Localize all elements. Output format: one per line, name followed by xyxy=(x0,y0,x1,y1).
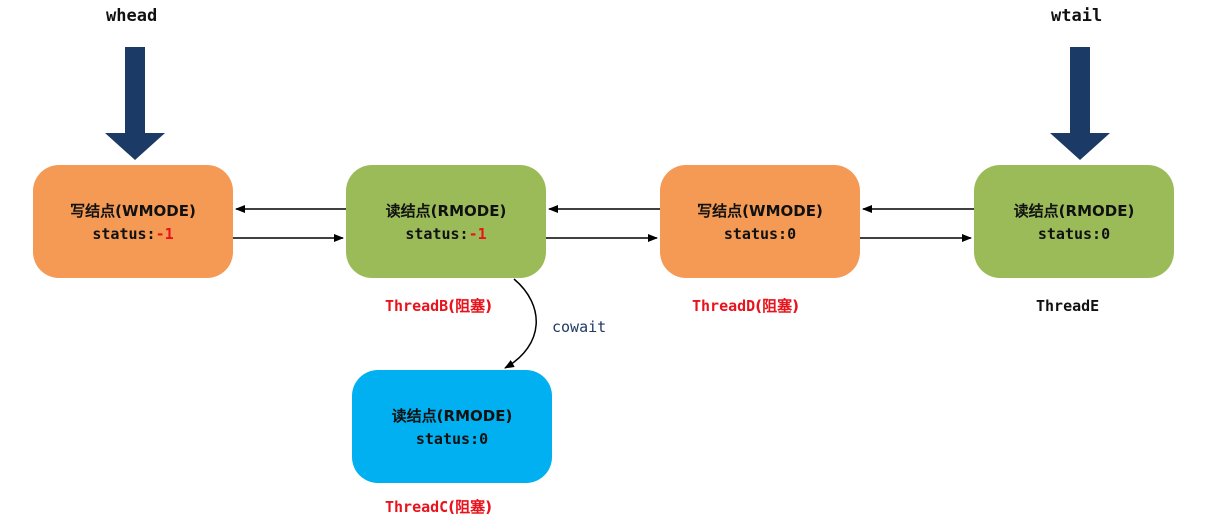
thread-e-label: ThreadE xyxy=(1036,297,1100,315)
cowait-link xyxy=(504,278,537,369)
wtail-pointer-arrow xyxy=(1050,47,1110,160)
node-title: 读结点(RMODE) xyxy=(391,407,513,425)
status-value: -1 xyxy=(468,225,487,243)
cowait-label: cowait xyxy=(552,318,607,336)
queue-node-3: 写结点(WMODE) status:0 xyxy=(660,165,860,278)
status-value: 0 xyxy=(1101,225,1111,243)
status-value: 0 xyxy=(787,225,797,243)
node-title: 读结点(RMODE) xyxy=(1013,202,1135,220)
status-value: -1 xyxy=(155,225,174,243)
whead-pointer-arrow xyxy=(105,47,165,160)
thread-b-label: ThreadB(阻塞) xyxy=(385,297,492,315)
thread-c-label: ThreadC(阻塞) xyxy=(385,498,492,516)
queue-node-2: 读结点(RMODE) status:-1 xyxy=(346,165,546,278)
wtail-label: wtail xyxy=(1051,6,1103,26)
node-title: 写结点(WMODE) xyxy=(70,202,196,220)
node-title: 写结点(WMODE) xyxy=(697,202,823,220)
queue-node-4: 读结点(RMODE) status:0 xyxy=(974,165,1174,278)
node-status: status:-1 xyxy=(405,225,487,243)
node-status: status:-1 xyxy=(92,225,174,243)
node-title: 读结点(RMODE) xyxy=(385,202,507,220)
thread-d-label: ThreadD(阻塞) xyxy=(692,297,799,315)
queue-node-1: 写结点(WMODE) status:-1 xyxy=(33,165,233,278)
status-value: 0 xyxy=(479,430,489,448)
node-status: status:0 xyxy=(415,430,489,448)
node-status: status:0 xyxy=(723,225,797,243)
cowait-node: 读结点(RMODE) status:0 xyxy=(352,370,552,483)
node-status: status:0 xyxy=(1037,225,1111,243)
whead-label: whead xyxy=(106,6,158,26)
